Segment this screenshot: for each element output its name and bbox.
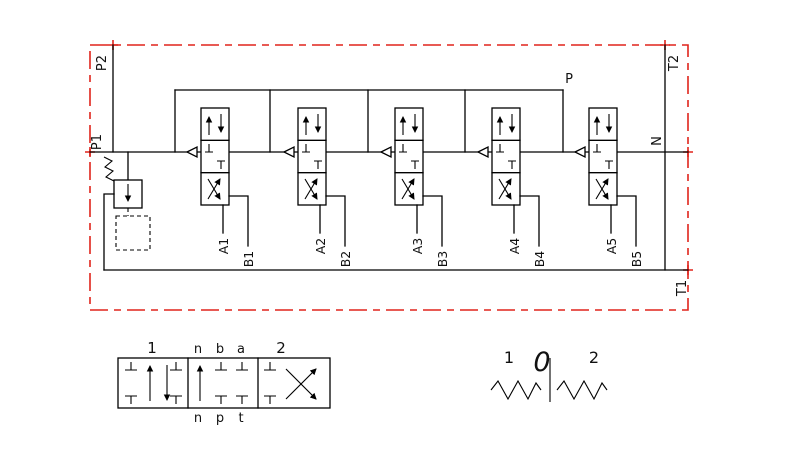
port-label-p2: P2: [95, 55, 110, 71]
valve-section-1: A1 B1: [186, 108, 256, 268]
inlet-check-icon: [380, 146, 392, 158]
port-b-label: B3: [435, 251, 450, 268]
port-b-line: [422, 195, 443, 247]
spool-valve-icon: [492, 108, 520, 205]
port-label-t2: T2: [667, 55, 682, 72]
right-spring-icon: [556, 379, 608, 401]
spring-pos-1-label: 1: [504, 348, 514, 367]
relief-valve: [103, 151, 151, 271]
boundary-outline: [89, 44, 689, 311]
port-b-line: [228, 195, 249, 247]
port-a-label: A3: [410, 238, 425, 255]
cell2-closed-ports-icon: [215, 362, 248, 404]
port-label-p1: P1: [90, 134, 105, 150]
inlet-check-icon: [283, 146, 295, 158]
port-b-label: B5: [629, 251, 644, 268]
valve-section-3: A3 B3: [380, 108, 450, 268]
spool-valve-icon: [589, 108, 617, 205]
port-label-t1: T1: [675, 280, 690, 297]
port-label-n: N: [650, 136, 665, 146]
cell3-closed-ports-icon: [264, 362, 276, 404]
inlet-check-icon: [186, 146, 198, 158]
spool-top-port-n: n: [194, 342, 202, 357]
port-label-p: P: [565, 72, 573, 87]
valve-section-4: A4 B4: [477, 108, 547, 268]
spring-pos-0-label: 0: [533, 347, 550, 378]
inlet-check-icon: [477, 146, 489, 158]
spool-valve-icon: [201, 108, 229, 205]
spool-top-port-a: a: [237, 342, 245, 357]
spool-pos-2-label: 2: [276, 339, 286, 357]
spool-valve-icon: [298, 108, 326, 205]
port-a-label: A4: [507, 238, 522, 255]
valve-section-5: A5 B5: [574, 108, 644, 268]
spool-legend-box: [117, 357, 331, 409]
port-b-line: [519, 195, 540, 247]
cell3-cross-arrow-2-icon: [285, 368, 317, 400]
valve-section-2: A2 B2: [283, 108, 353, 268]
spool-bottom-port-n: n: [194, 411, 202, 426]
spool-bottom-port-t: t: [238, 411, 243, 426]
spool-top-port-b: b: [216, 342, 224, 357]
spool-legend: 1 n b a 2 n p t: [117, 339, 331, 426]
spring-pos-2-label: 2: [589, 348, 599, 367]
relief-pilot-box: [115, 215, 151, 251]
boundary-port-labels: P2 P1 T2 N T1 P: [90, 55, 690, 297]
port-a-label: A5: [604, 238, 619, 255]
spool-valve-icon: [395, 108, 423, 205]
left-spring-icon: [490, 379, 542, 401]
port-b-label: B2: [338, 251, 353, 268]
port-b-line: [325, 195, 346, 247]
port-a-label: A1: [216, 238, 231, 255]
port-b-label: B4: [532, 251, 547, 268]
port-b-line: [616, 195, 637, 247]
inlet-check-icon: [574, 146, 586, 158]
port-a-label: A2: [313, 238, 328, 255]
relief-outlet-line: [103, 193, 115, 271]
spring-legend: 1 0 2: [490, 347, 608, 402]
cell1-closed-ports-icon: [125, 362, 182, 404]
relief-spring-icon: [103, 156, 115, 182]
spool-bottom-port-p: p: [216, 411, 224, 426]
spool-pos-1-label: 1: [147, 339, 157, 357]
port-b-label: B1: [241, 251, 256, 268]
